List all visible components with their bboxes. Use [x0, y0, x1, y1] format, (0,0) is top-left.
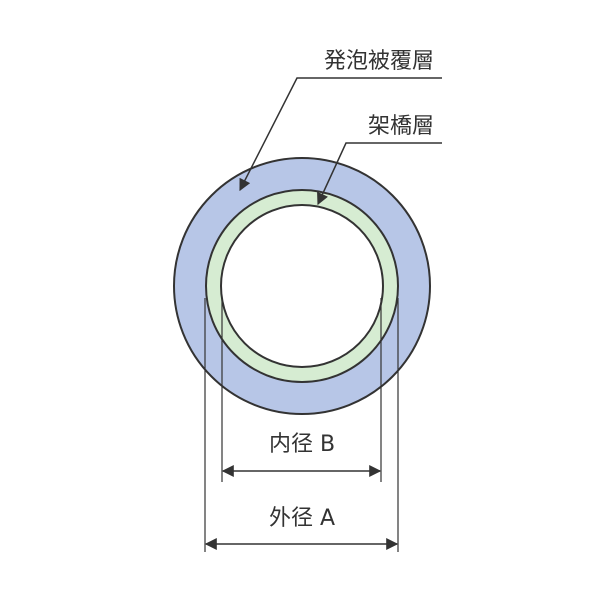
foam-layer-leader-line	[239, 77, 442, 192]
outer-diameter-label: 外径 A	[269, 506, 335, 531]
pipe-bore	[220, 204, 384, 368]
crosslinked-layer-label: 架橋層	[368, 114, 434, 139]
inner-diameter-label: 内径 B	[269, 432, 335, 457]
foam-layer-label: 発泡被覆層	[324, 49, 434, 74]
crosslinked-layer-leader-line	[317, 142, 442, 206]
